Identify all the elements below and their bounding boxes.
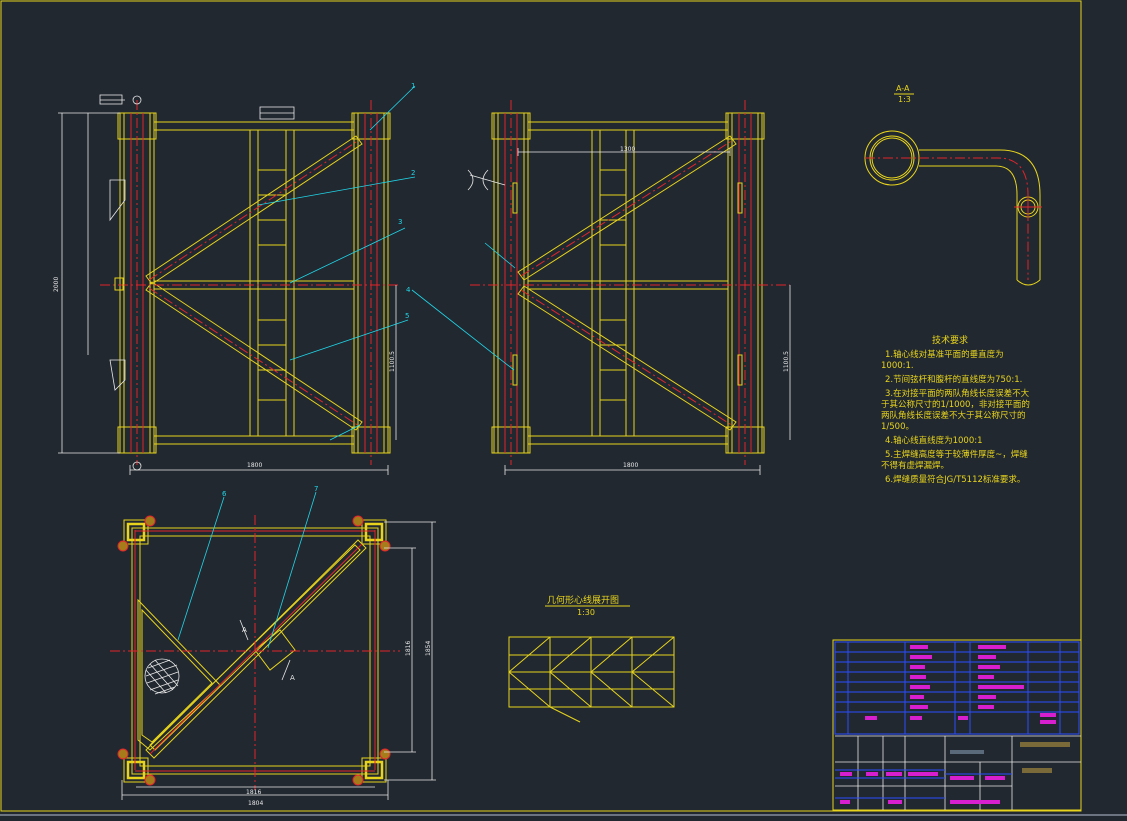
bolt-holes xyxy=(117,515,391,786)
title-block-lower-labels xyxy=(840,742,1070,804)
tech-line-11: 6.焊缝质量符合JG/T5112标准要求。 xyxy=(885,474,1025,485)
tech-line-3: 2.节间弦杆和腹杆的直线度为750:1. xyxy=(885,374,1022,385)
front-width-dim: 1800 xyxy=(247,462,262,469)
centroid-diagram[interactable]: 几何形心线展开图 1:30 xyxy=(508,594,675,723)
front-view[interactable]: 1 2 3 5 1800 2000 1100.5 xyxy=(53,82,415,475)
plan-dim-c: 1816 xyxy=(405,641,412,656)
callout-5: 5 xyxy=(405,312,409,320)
drawing-border xyxy=(0,0,1082,812)
centroid-scale: 1:30 xyxy=(577,608,595,617)
plan-dim-a: 1816 xyxy=(246,789,261,796)
callout-3: 3 xyxy=(398,218,402,226)
tech-line-4: 3.在对接平面的两队角线长度误差不大 xyxy=(885,388,1030,399)
tech-line-7: 1/500。 xyxy=(881,422,914,432)
section-mark-a2: A xyxy=(290,674,295,682)
tech-line-9: 5.主焊缝高度等于较薄件厚度~，焊缝 xyxy=(885,449,1028,460)
section-title: A-A xyxy=(896,84,910,93)
side-width-dim: 1800 xyxy=(623,462,638,469)
title-block[interactable] xyxy=(832,639,1082,811)
tech-line-5: 于其公称尺寸的1/1000，非对接平面的 xyxy=(881,399,1030,410)
callout-2: 2 xyxy=(411,169,415,177)
tech-line-10: 不得有虚焊漏焊。 xyxy=(881,460,949,471)
plan-dim-d: 1854 xyxy=(425,641,432,656)
tech-requirements: 技术要求 1.轴心线对基准平面的垂直度为 1000:1. 2.节间弦杆和腹杆的直… xyxy=(881,334,1030,485)
callout-6: 6 xyxy=(222,490,227,498)
hatch-lines xyxy=(145,659,179,695)
plan-dim-b: 1804 xyxy=(248,800,263,807)
section-mark-a1: A xyxy=(242,626,247,634)
callout-1: 1 xyxy=(411,82,415,90)
front-height-dim: 2000 xyxy=(53,277,60,292)
section-scale: 1:3 xyxy=(898,95,911,104)
plan-view[interactable]: A A 1816 1804 1816 1854 6 7 xyxy=(110,485,436,807)
tech-line-2: 1000:1. xyxy=(881,361,914,371)
centroid-title: 几何形心线展开图 xyxy=(547,594,619,606)
hatch-circle xyxy=(144,658,180,694)
tech-line-1: 1.轴心线对基准平面的垂直度为 xyxy=(885,349,1004,360)
side-half-dim: 1100.5 xyxy=(783,351,790,372)
callout-7: 7 xyxy=(314,485,318,493)
tech-line-8: 4.轴心线直线度为1000:1 xyxy=(885,435,983,446)
side-view[interactable]: 1300 1800 1100.5 4 xyxy=(406,100,791,475)
tech-line-6: 两队角线长度误差不大于其公称尺寸的 xyxy=(881,410,1026,421)
section-a-a[interactable]: A-A 1:3 xyxy=(864,84,1042,286)
title-block-labels xyxy=(865,645,1056,724)
side-top-span-dim: 1300 xyxy=(620,146,635,153)
callout-4: 4 xyxy=(406,286,411,294)
tech-title: 技术要求 xyxy=(932,334,968,346)
front-half-dim: 1100.5 xyxy=(389,351,396,372)
